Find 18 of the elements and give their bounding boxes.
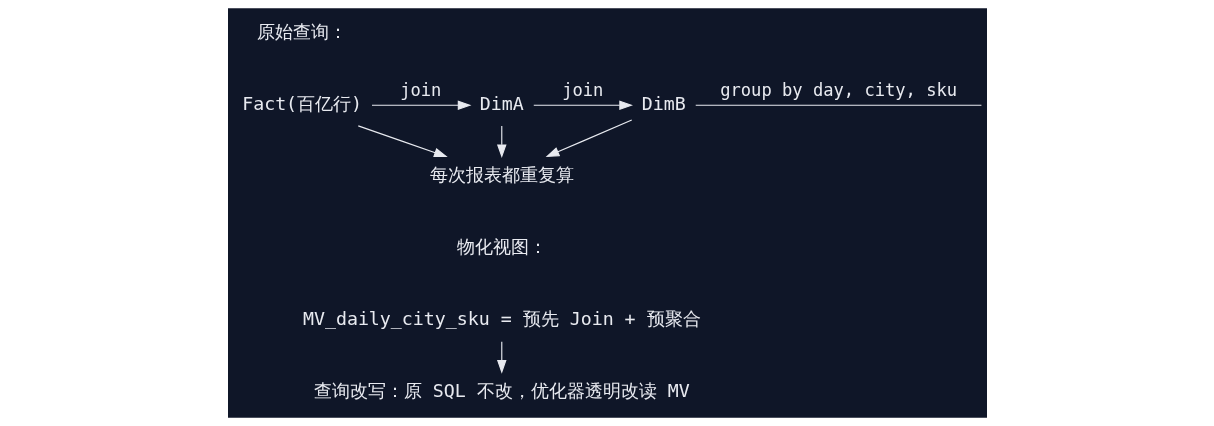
node-text: Fact(百亿行) — [241, 92, 362, 114]
node-text: DimB — [641, 92, 686, 114]
connector — [694, 104, 982, 106]
edge-label: join — [399, 80, 441, 101]
node-text: MV_daily_city_sku = 预先 Join + 预聚合 — [302, 308, 701, 330]
label: 物化视图： — [456, 236, 547, 258]
edge-label: join — [561, 80, 603, 101]
arrow — [545, 119, 632, 158]
label: 原始查询： — [256, 20, 347, 42]
arrow — [496, 125, 507, 159]
node-text: 每次报表都重复算 — [429, 164, 574, 186]
arrow — [532, 100, 633, 110]
arrow — [370, 100, 471, 110]
node-text: DimA — [479, 92, 524, 114]
edge-label: group by day, city, sku — [719, 80, 957, 101]
node-text: 查询改写：原 SQL 不改，优化器透明改读 MV — [313, 380, 690, 401]
arrow — [496, 341, 507, 374]
arrow — [357, 125, 448, 158]
